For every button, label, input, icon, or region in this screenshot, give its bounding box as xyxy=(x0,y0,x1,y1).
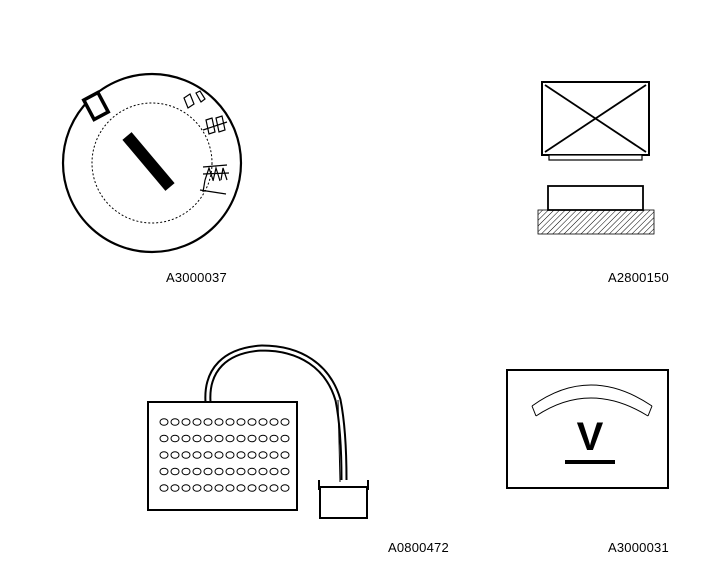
voltmeter-unit-label: V xyxy=(577,415,604,459)
pin-socket xyxy=(203,451,213,459)
pin-socket xyxy=(170,434,180,443)
voltmeter-icon: V xyxy=(506,369,669,489)
pin-socket xyxy=(269,451,279,459)
pin-socket xyxy=(192,451,202,459)
pin-grid xyxy=(159,418,290,492)
pin-socket xyxy=(214,434,224,443)
pin-socket xyxy=(236,484,246,492)
pin-socket xyxy=(269,434,279,443)
pin-socket xyxy=(181,467,191,476)
pin-socket xyxy=(225,451,235,459)
pin-socket xyxy=(170,451,180,459)
pin-socket xyxy=(269,467,279,476)
ignition-switch-icon xyxy=(61,72,243,254)
breakout-box-icon xyxy=(147,344,369,519)
pin-socket xyxy=(181,484,191,492)
pin-socket xyxy=(247,434,257,443)
pin-socket xyxy=(192,467,202,476)
pin-socket xyxy=(258,451,268,459)
pin-socket xyxy=(236,434,246,443)
pin-socket xyxy=(203,467,213,476)
pin-socket xyxy=(181,451,191,459)
pin-socket xyxy=(258,418,268,426)
pin-socket xyxy=(192,434,202,443)
pin-socket xyxy=(159,451,169,459)
pin-socket xyxy=(247,467,257,476)
pin-socket xyxy=(159,484,169,492)
pin-socket xyxy=(280,418,290,426)
pin-socket xyxy=(159,434,169,443)
pin-socket xyxy=(280,434,290,443)
pin-socket xyxy=(214,467,224,476)
figure-code-ignition-switch: A3000037 xyxy=(166,270,227,285)
pin-socket xyxy=(214,418,224,426)
pin-socket xyxy=(236,451,246,459)
pin-socket xyxy=(247,451,257,459)
pin-socket xyxy=(214,451,224,459)
figure-code-fuse-relay: A2800150 xyxy=(608,270,669,285)
pin-socket xyxy=(258,434,268,443)
pin-socket xyxy=(159,467,169,476)
pin-socket xyxy=(203,434,213,443)
pin-socket xyxy=(225,484,235,492)
figure-code-breakout-box: A0800472 xyxy=(388,540,449,555)
pin-socket xyxy=(269,484,279,492)
pin-socket xyxy=(236,467,246,476)
pin-socket xyxy=(236,418,246,426)
pin-socket xyxy=(170,418,180,426)
pin-socket xyxy=(225,434,235,443)
pin-socket xyxy=(203,484,213,492)
pin-socket xyxy=(225,418,235,426)
pin-socket xyxy=(203,418,213,426)
pin-socket xyxy=(269,418,279,426)
pin-socket xyxy=(225,467,235,476)
pin-socket xyxy=(170,484,180,492)
pin-socket xyxy=(192,418,202,426)
pin-socket xyxy=(159,418,169,426)
pin-socket xyxy=(247,418,257,426)
pin-socket xyxy=(181,418,191,426)
pin-socket xyxy=(280,451,290,459)
pin-socket xyxy=(192,484,202,492)
pin-socket xyxy=(280,467,290,476)
pin-socket xyxy=(170,467,180,476)
pin-socket xyxy=(280,484,290,492)
pin-socket xyxy=(214,484,224,492)
pin-socket xyxy=(181,434,191,443)
pin-socket xyxy=(258,467,268,476)
figure-code-voltmeter: A3000031 xyxy=(608,540,669,555)
fuse-relay-icon xyxy=(537,81,655,235)
pin-socket xyxy=(247,484,257,492)
pin-socket xyxy=(258,484,268,492)
